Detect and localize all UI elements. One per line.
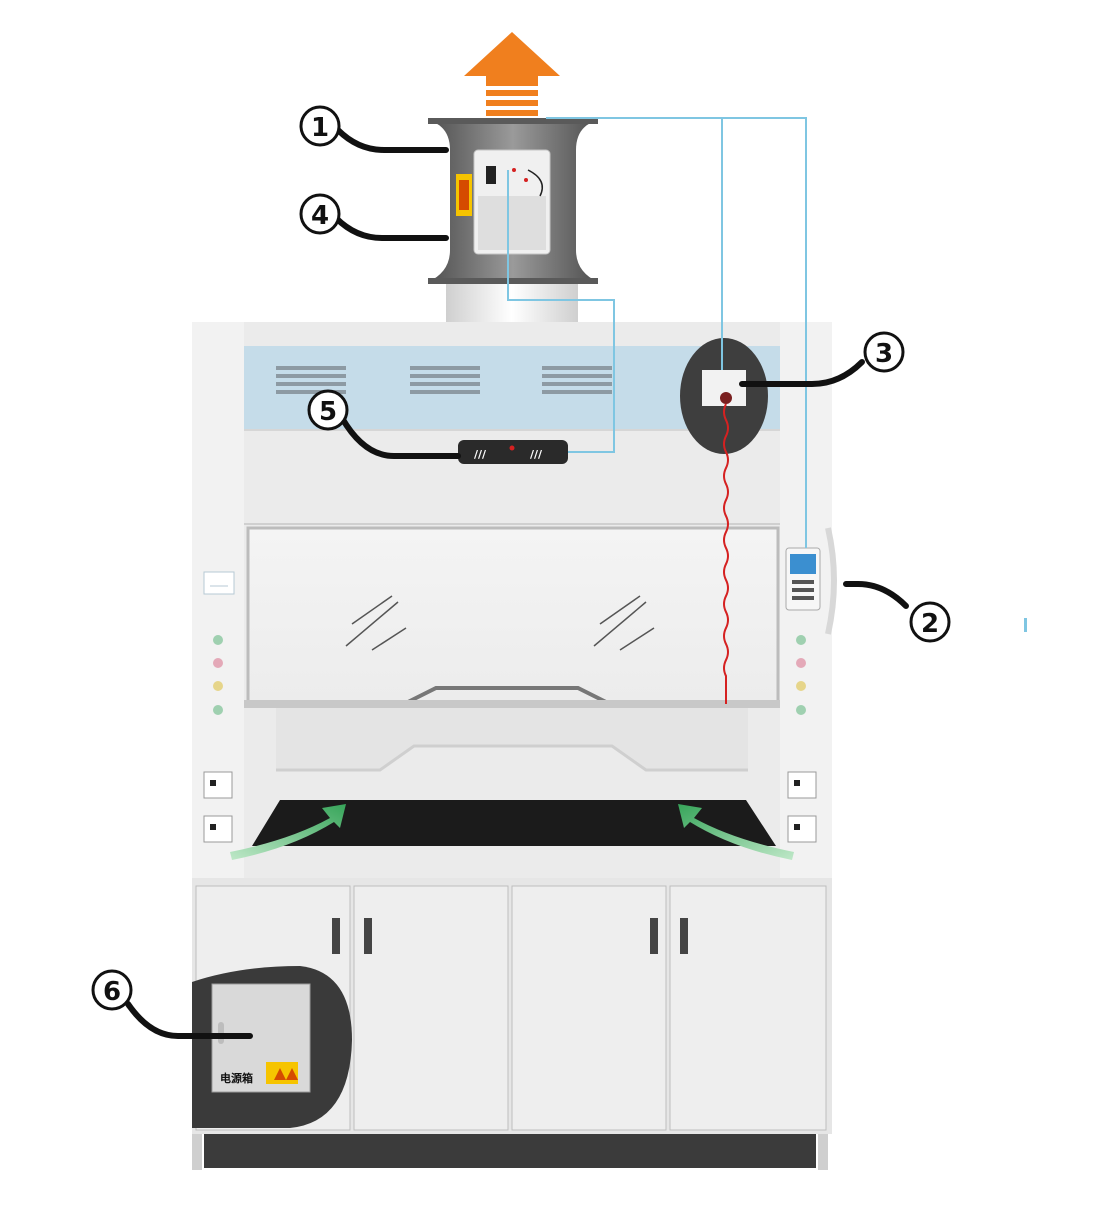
callout-1: 1 [299, 105, 341, 147]
left-post-fixtures [203, 571, 235, 843]
edge-mark [1024, 618, 1027, 632]
callout-5-label: 5 [319, 397, 337, 427]
interior-baffle [276, 708, 748, 772]
callout-6: 6 [91, 969, 133, 1011]
work-surface [252, 800, 776, 846]
right-post-fixtures [785, 527, 837, 843]
callout-1-label: 1 [311, 113, 329, 143]
callout-2: 2 [909, 601, 951, 643]
exhaust-duct [428, 118, 598, 348]
callout-4-label: 4 [311, 201, 329, 231]
electrical-box: 电源箱 [192, 966, 352, 1128]
intake-arrows [230, 804, 794, 860]
svg-text:///: /// [474, 448, 487, 461]
light-switch-panel: /// /// [458, 440, 568, 464]
svg-text:///: /// [530, 448, 543, 461]
callout-3: 3 [863, 331, 905, 373]
callout-5: 5 [307, 389, 349, 431]
exhaust-arrow [464, 32, 560, 116]
signal-wiring [507, 117, 807, 548]
electrical-box-label: 电源箱 [220, 1071, 253, 1085]
airflow-sensor [680, 338, 768, 454]
right-valve-knobs [796, 635, 806, 715]
callout-6-label: 6 [103, 977, 121, 1007]
callout-4: 4 [299, 193, 341, 235]
callout-3-label: 3 [875, 339, 893, 369]
sensor-tube [723, 403, 729, 704]
vent-slots [276, 366, 612, 394]
callout-leaders [125, 127, 909, 1039]
sash-window [244, 526, 780, 708]
left-valve-knobs [213, 635, 223, 715]
callout-2-label: 2 [921, 609, 939, 639]
